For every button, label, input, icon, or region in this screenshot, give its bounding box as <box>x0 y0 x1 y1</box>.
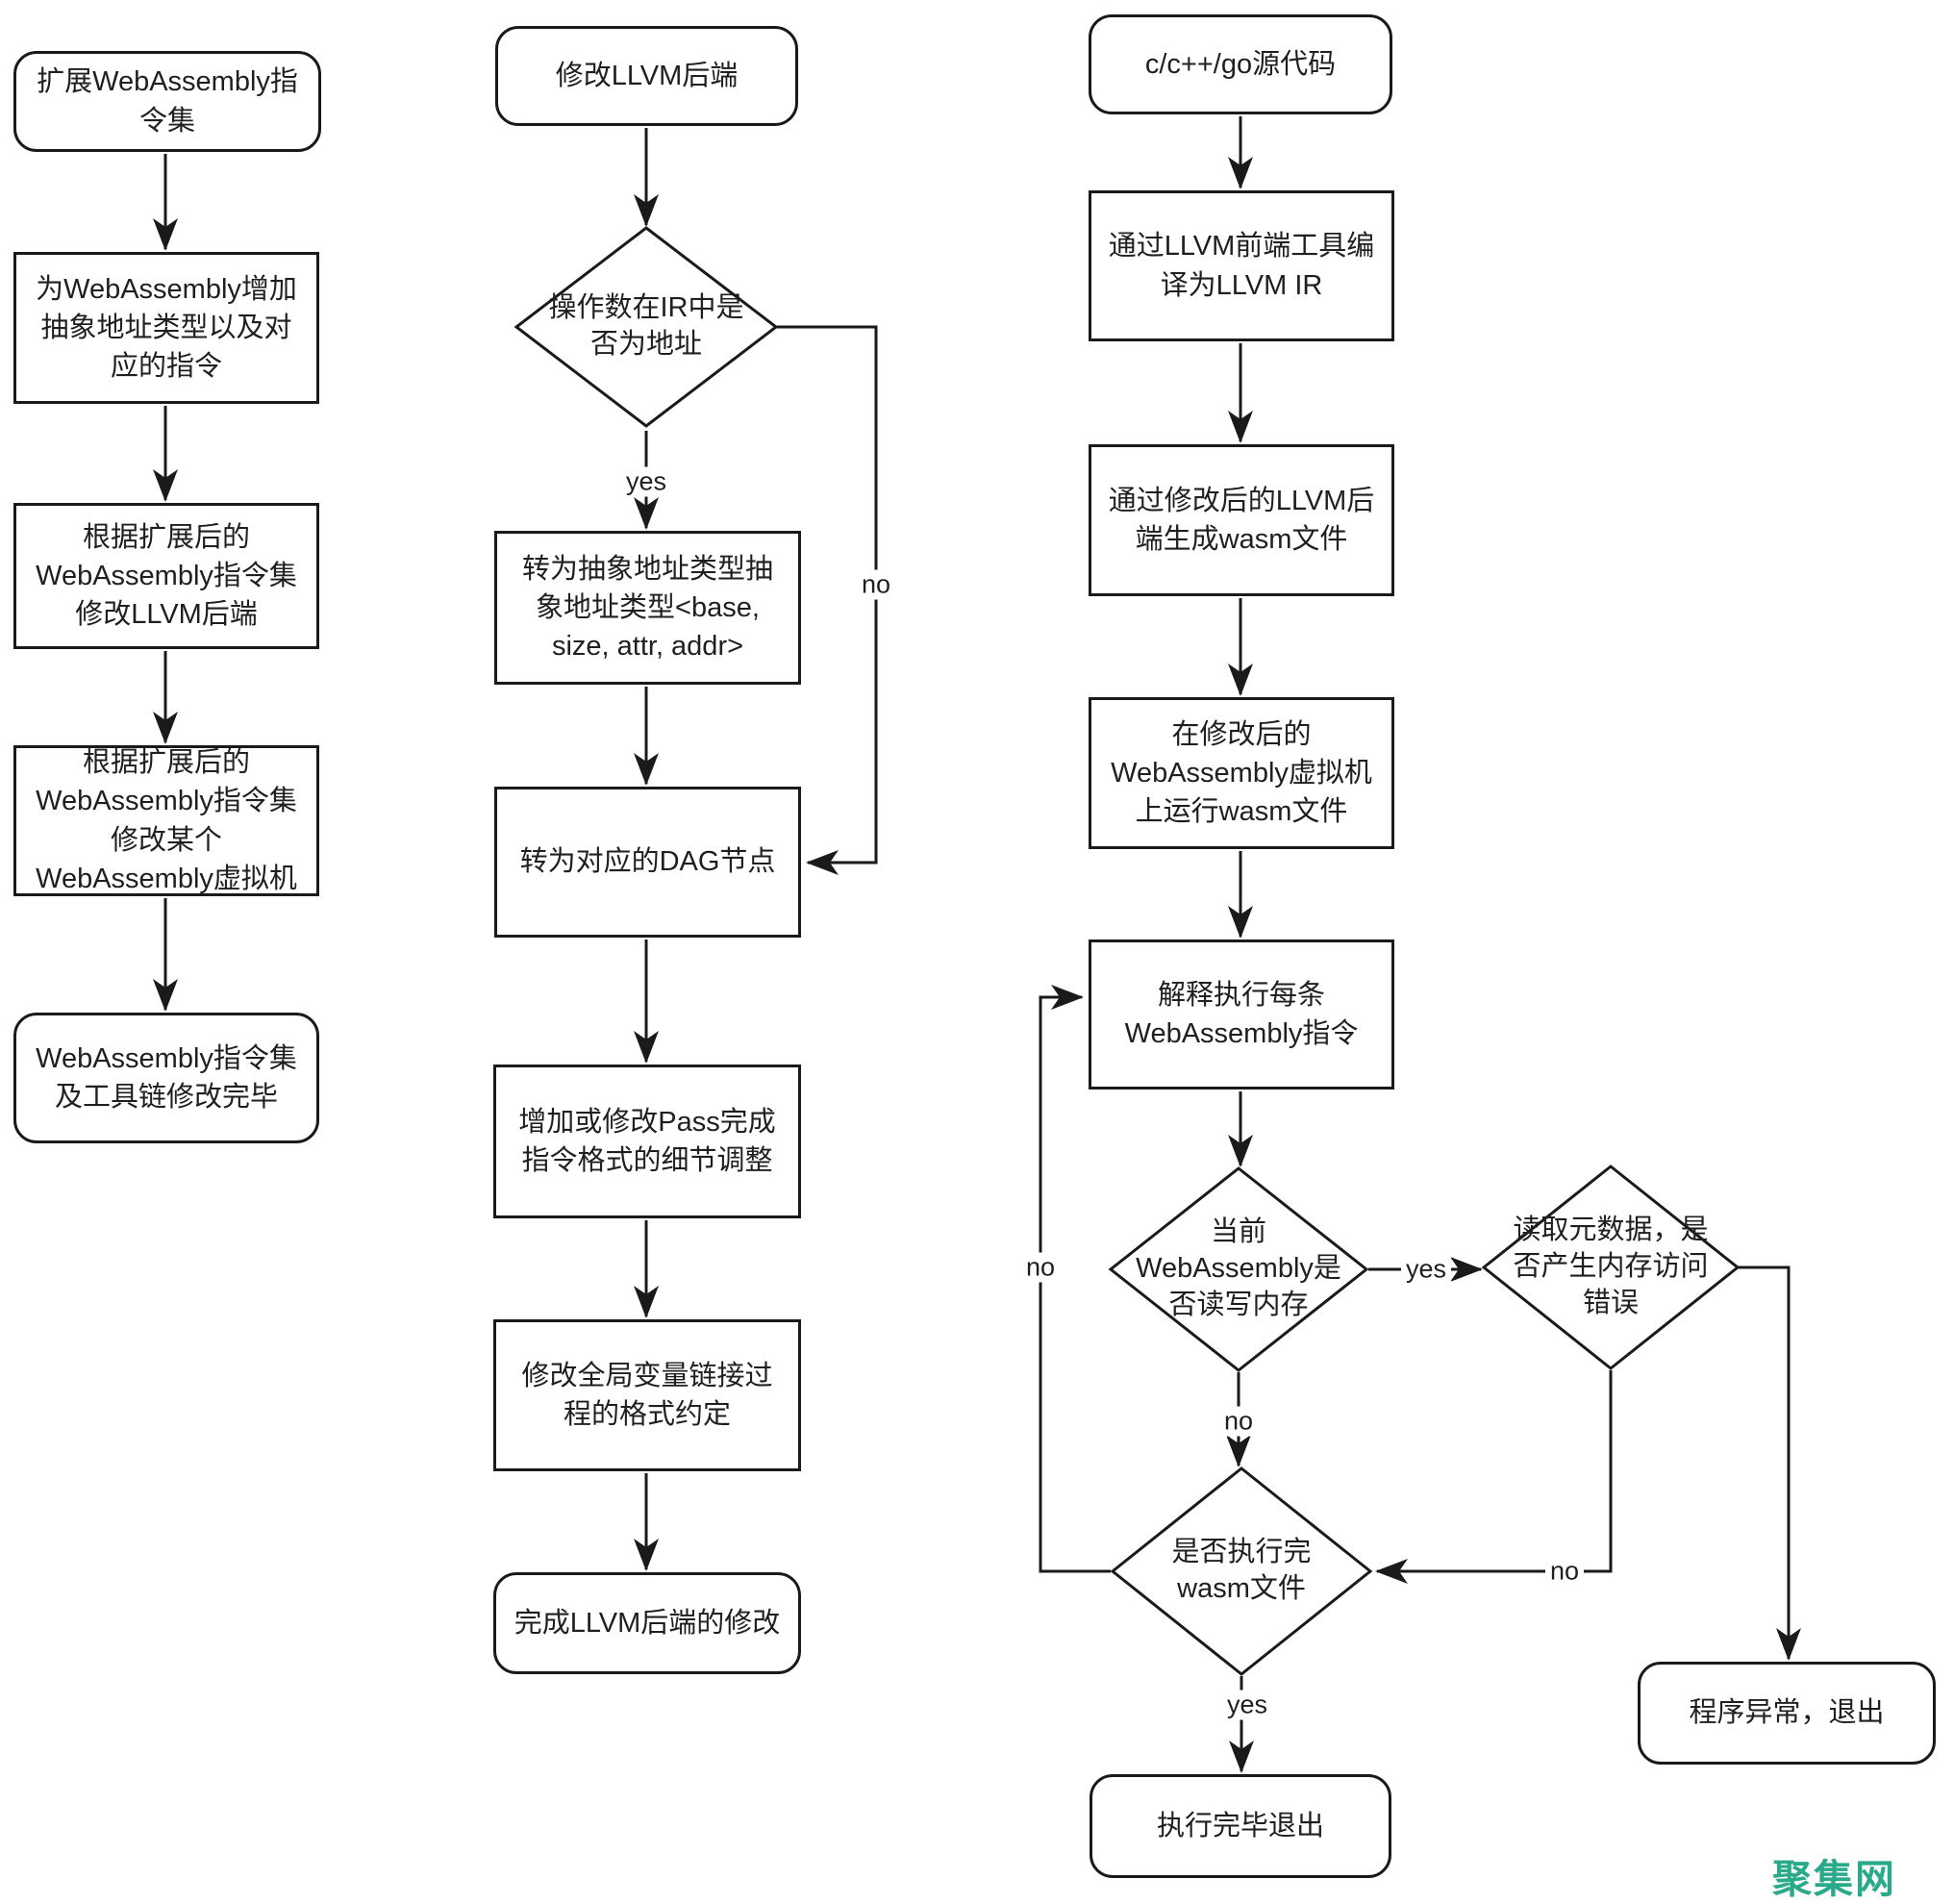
edge-cd2-e1 <box>1738 1265 1801 1661</box>
node-modify-llvm-backend-per-isa: 根据扩展后的 WebAssembly指令集 修改LLVM后端 <box>13 503 319 649</box>
node-run-wasm-on-vm: 在修改后的 WebAssembly虚拟机 上运行wasm文件 <box>1089 697 1394 849</box>
decision-memory-access-error <box>1481 1165 1741 1370</box>
node-modify-wasm-vm-per-isa: 根据扩展后的 WebAssembly指令集 修改某个 WebAssembly虚拟… <box>13 745 319 896</box>
edge-label-no-reads-memory: no <box>1218 1406 1259 1437</box>
edge-cd3-c5-loop-no <box>1039 985 1111 1573</box>
decision-wasm-finished-label: 是否执行完 wasm文件 <box>1171 1537 1312 1604</box>
node-add-modify-pass: 增加或修改Pass完成 指令格式的细节调整 <box>493 1065 801 1218</box>
node-exit-finished: 执行完毕退出 <box>1090 1774 1391 1878</box>
decision-wasm-reads-memory <box>1108 1166 1369 1372</box>
node-compile-to-llvm-ir: 通过LLVM前端工具编 译为LLVM IR <box>1089 190 1394 341</box>
node-convert-dag-node: 转为对应的DAG节点 <box>494 787 801 938</box>
node-extend-wasm-isa: 扩展WebAssembly指 令集 <box>13 51 321 152</box>
node-add-abstract-address-type: 为WebAssembly增加 抽象地址类型以及对 应的指令 <box>13 252 319 404</box>
node-program-abnormal-exit: 程序异常，退出 <box>1638 1662 1936 1765</box>
node-source-code: c/c++/go源代码 <box>1089 14 1392 114</box>
node-interpret-each-instruction: 解释执行每条 WebAssembly指令 <box>1089 939 1394 1090</box>
decision-operand-is-address-label: 操作数在IR中是 否为地址 <box>548 292 744 360</box>
edge-label-yes-operand: yes <box>620 466 672 497</box>
edge-label-no-memory-error: no <box>1544 1556 1585 1587</box>
node-modify-llvm-backend: 修改LLVM后端 <box>495 26 798 126</box>
decision-operand-is-address <box>514 226 779 428</box>
node-modify-global-linking-format: 修改全局变量链接过 程的格式约定 <box>493 1319 801 1471</box>
decision-wasm-finished <box>1110 1466 1373 1676</box>
edge-label-yes-finished: yes <box>1221 1690 1273 1720</box>
decision-wasm-reads-memory-label: 当前 WebAssembly是 否读写内存 <box>1136 1216 1341 1320</box>
node-convert-abstract-address-type: 转为抽象地址类型抽 象地址类型<base, size, attr, addr> <box>494 531 801 685</box>
edge-cd2-cd3-no <box>1375 1370 1613 1584</box>
node-llvm-backend-done: 完成LLVM后端的修改 <box>493 1572 801 1674</box>
decision-memory-access-error-label: 读取元数据，是 否产生内存访问 错误 <box>1513 1215 1709 1318</box>
edge-label-no-operand: no <box>856 569 896 600</box>
node-isa-toolchain-done: WebAssembly指令集 及工具链修改完毕 <box>13 1013 319 1143</box>
watermark-logo: 聚集网 <box>1772 1857 1896 1901</box>
edge-label-yes-reads-memory: yes <box>1400 1254 1452 1285</box>
node-generate-wasm-file: 通过修改后的LLVM后 端生成wasm文件 <box>1089 444 1394 596</box>
edge-label-no-loop: no <box>1020 1252 1061 1283</box>
